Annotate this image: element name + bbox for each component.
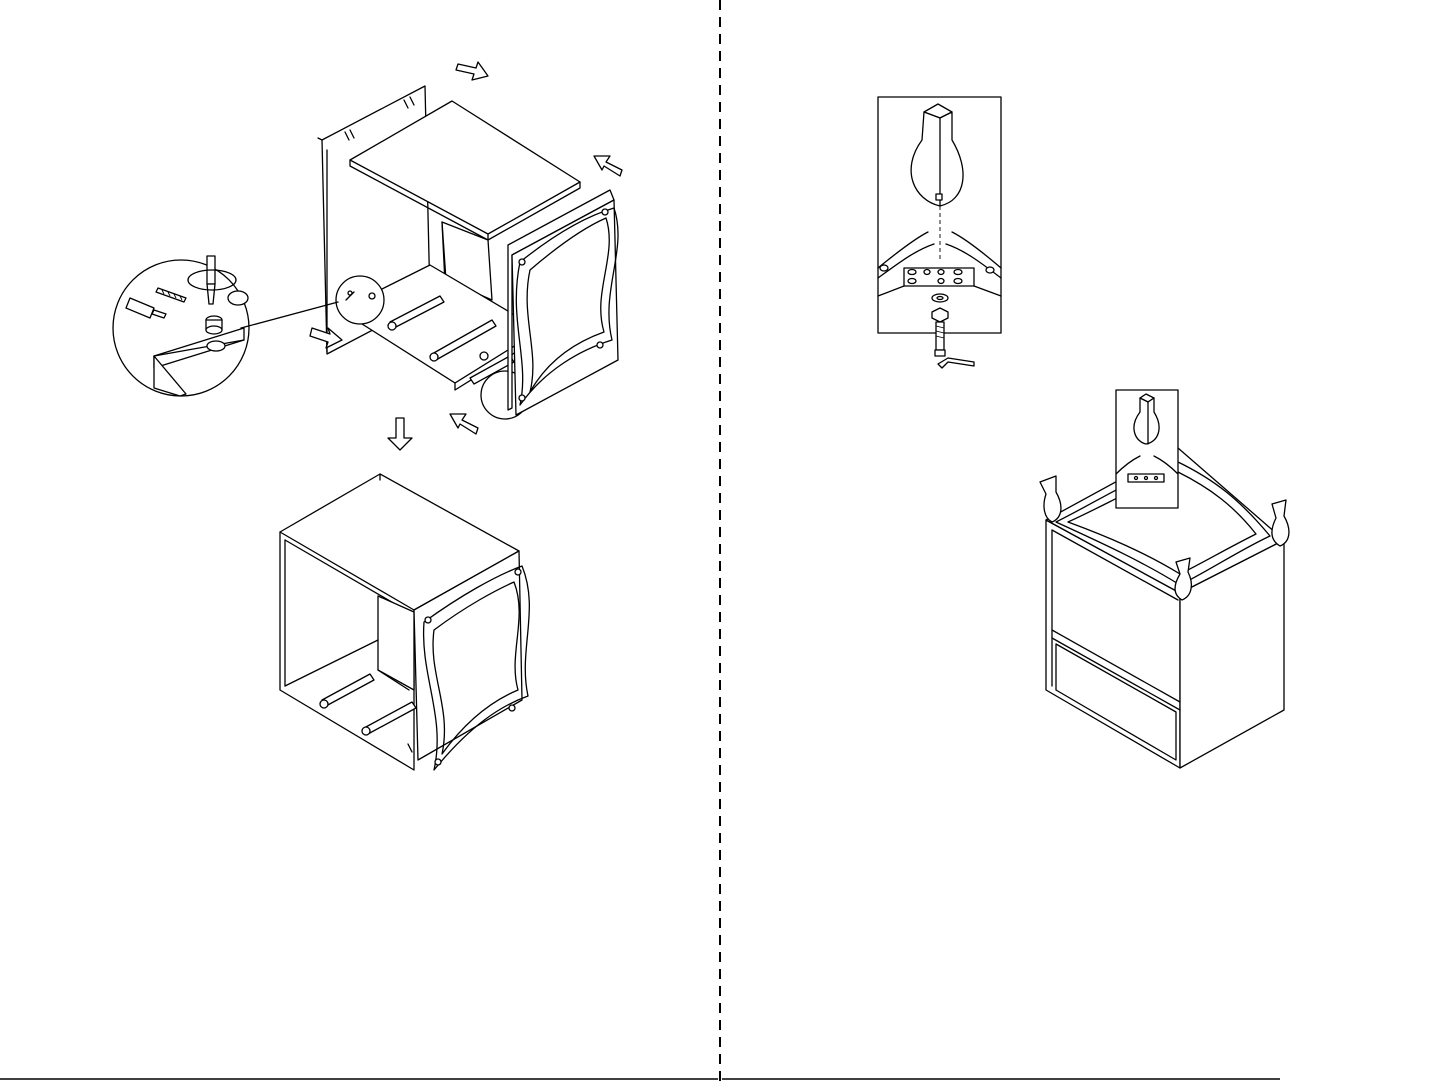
nut-icon (932, 308, 948, 322)
arrow-down (388, 418, 412, 450)
leg-attachment-detail (878, 97, 1001, 368)
hex-key-icon (938, 358, 974, 368)
bolt-icon (935, 322, 945, 356)
leg-detail-callout (1116, 390, 1178, 508)
cam-lock-detail-callout (113, 256, 338, 396)
front-frame-panel (508, 190, 618, 415)
arrow-front-frame (450, 414, 478, 434)
arrow-right-side (594, 156, 622, 176)
assembled-carcass (280, 474, 529, 770)
exploded-carcass-assembly (310, 62, 622, 450)
arrow-back-panel (456, 62, 488, 80)
cover-cap-icon (228, 291, 248, 305)
zoom-circle-cam-lock-small (336, 276, 384, 324)
